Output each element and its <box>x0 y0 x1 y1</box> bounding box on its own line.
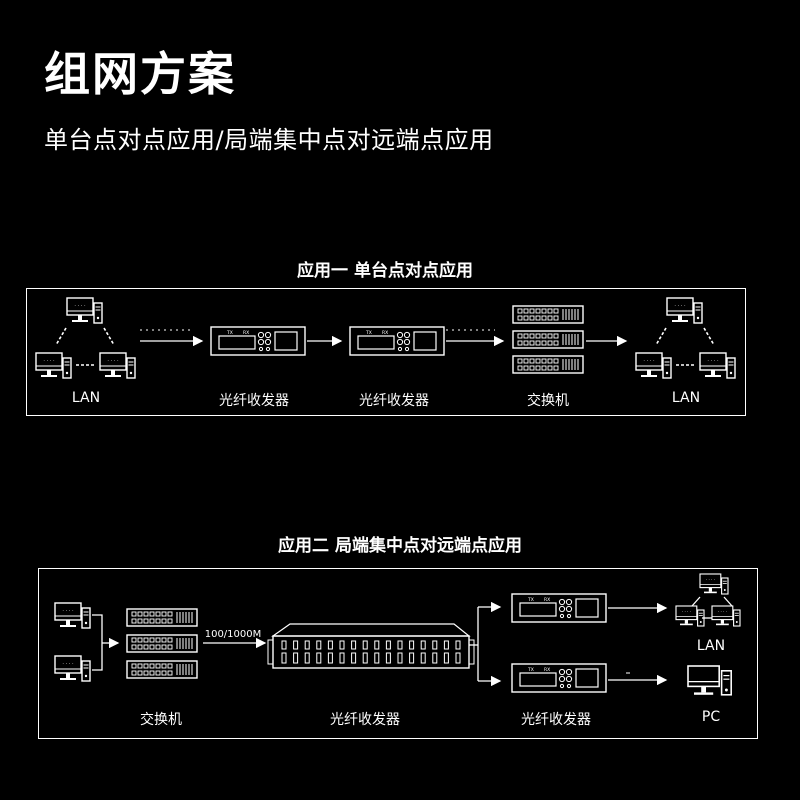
speed-label: 100/1000M <box>205 629 262 640</box>
chassis-slot <box>339 652 345 664</box>
chassis-slot <box>374 652 380 664</box>
transceiver-b <box>349 326 445 356</box>
chassis-slot <box>409 652 415 664</box>
switch-stack-1 <box>512 305 584 374</box>
label-lan: LAN <box>696 638 726 654</box>
chassis-slot <box>281 652 287 664</box>
chassis-slot <box>420 652 426 664</box>
chassis-slot <box>455 640 461 650</box>
label-lan-left: LAN <box>71 390 101 406</box>
chassis-slot <box>351 640 357 650</box>
transceiver-a <box>210 326 306 356</box>
app2-title: 应用二 局端集中点对远端点应用 <box>278 536 522 556</box>
chassis-slot <box>304 652 310 664</box>
chassis-slot <box>316 640 322 650</box>
remote-transceiver-1 <box>511 593 607 623</box>
label-chassis: 光纤收发器 <box>330 712 400 728</box>
chassis-slot <box>409 640 415 650</box>
chassis-slot <box>362 652 368 664</box>
app2-panel <box>38 568 758 739</box>
chassis-slot <box>351 652 357 664</box>
chassis-slot <box>316 652 322 664</box>
chassis-slot <box>385 652 391 664</box>
label-lan-right: LAN <box>671 390 701 406</box>
page-title: 组网方案 <box>44 47 236 101</box>
chassis-slot <box>397 652 403 664</box>
remote-transceiver-2 <box>511 663 607 693</box>
app1-title: 应用一 单台点对点应用 <box>297 261 473 281</box>
chassis-slot <box>432 640 438 650</box>
chassis-slot <box>455 652 461 664</box>
label-switch-2: 交换机 <box>140 712 182 728</box>
label-transceiver-a: 光纤收发器 <box>219 393 289 409</box>
chassis-slot <box>385 640 391 650</box>
pc-pair-left <box>54 602 91 682</box>
chassis-slot <box>304 640 310 650</box>
page-subtitle: 单台点对点应用/局端集中点对远端点应用 <box>44 126 494 154</box>
lan-cluster-small <box>675 573 741 627</box>
rack-chassis <box>267 623 475 669</box>
chassis-slot <box>327 652 333 664</box>
pc-icon-large <box>687 665 732 696</box>
label-switch-1: 交换机 <box>527 393 569 409</box>
chassis-slot <box>339 640 345 650</box>
label-remote-transceivers: 光纤收发器 <box>521 712 591 728</box>
label-pc: PC <box>701 709 721 725</box>
app1-panel <box>26 288 746 416</box>
chassis-slot <box>420 640 426 650</box>
chassis-slot <box>293 652 299 664</box>
chassis-slot <box>443 652 449 664</box>
chassis-slot <box>397 640 403 650</box>
chassis-slot <box>281 640 287 650</box>
chassis-slot <box>362 640 368 650</box>
lan-left-cluster <box>35 297 136 379</box>
label-transceiver-b: 光纤收发器 <box>359 393 429 409</box>
lan-right-cluster <box>635 297 736 379</box>
chassis-slot <box>432 652 438 664</box>
chassis-slot <box>293 640 299 650</box>
switch-stack-2 <box>126 608 198 679</box>
chassis-slot <box>443 640 449 650</box>
chassis-slot <box>374 640 380 650</box>
chassis-slot <box>327 640 333 650</box>
